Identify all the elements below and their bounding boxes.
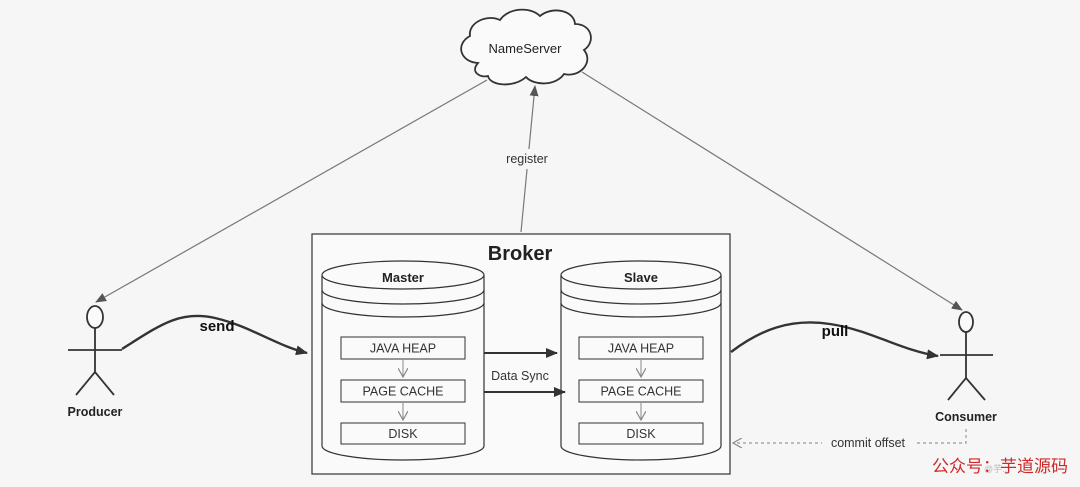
slave-page-cache-label: PAGE CACHE: [600, 385, 681, 399]
slave-cylinder-ring-1: [560, 289, 722, 305]
data-sync-label: Data Sync: [491, 369, 549, 383]
consumer-leg-left: [947, 377, 967, 401]
nameserver-cloud-shape: [460, 8, 592, 86]
slave-cylinder-top: [560, 260, 722, 290]
consumer-leg-right: [965, 377, 986, 401]
nameserver-label: NameServer: [489, 41, 563, 56]
producer-label: Producer: [68, 405, 123, 419]
commit-offset-edge: [733, 429, 967, 443]
send-edge: [121, 314, 308, 356]
master-disk-label: DISK: [388, 427, 418, 441]
master-cylinder-top: [321, 260, 485, 290]
broker-title: Broker: [488, 243, 553, 265]
master-cylinder-ring-2: [321, 302, 485, 318]
consumer-head: [958, 311, 974, 333]
watermark: @芋... 公众号：芋道源码: [932, 457, 1068, 477]
slave-cylinder: Slave JAVA HEAP PAGE CACHE DISK: [560, 260, 722, 461]
watermark-text: 公众号：芋道源码: [932, 457, 1068, 477]
slave-java-heap-box: [578, 336, 704, 360]
slave-disk-label: DISK: [626, 427, 656, 441]
slave-disk-box: [578, 422, 704, 445]
producer-head: [86, 305, 104, 329]
nameserver-to-consumer-edge: [581, 71, 963, 311]
register-label: register: [506, 152, 548, 166]
slave-cylinder-ring-2: [560, 302, 722, 318]
master-cylinder-ring-1: [321, 289, 485, 305]
master-page-cache-box: [340, 379, 466, 403]
commit-offset-label-bg: [822, 434, 914, 452]
pull-edge: [730, 321, 939, 360]
watermark-handle: @芋...: [984, 464, 1010, 474]
master-cylinder: Master JAVA HEAP PAGE CACHE DISK: [321, 260, 485, 461]
consumer-actor: [940, 311, 993, 401]
producer-leg-right: [94, 371, 115, 396]
master-java-heap-label: JAVA HEAP: [370, 342, 436, 356]
nameserver-to-producer-edge: [95, 79, 488, 303]
slave-java-heap-label: JAVA HEAP: [608, 342, 674, 356]
master-page-cache-label: PAGE CACHE: [362, 385, 443, 399]
producer-leg-left: [75, 371, 96, 396]
producer-actor: [68, 305, 122, 396]
register-label-bg: [500, 149, 554, 169]
master-disk-box: [340, 422, 466, 445]
slave-page-cache-box: [578, 379, 704, 403]
consumer-label: Consumer: [935, 410, 997, 424]
slave-title: Slave: [624, 270, 658, 285]
master-title: Master: [382, 270, 424, 285]
master-java-heap-box: [340, 336, 466, 360]
nameserver-node: NameServer: [460, 8, 592, 86]
pull-label: pull: [822, 323, 849, 340]
commit-offset-label: commit offset: [831, 436, 906, 450]
send-label: send: [199, 318, 234, 335]
